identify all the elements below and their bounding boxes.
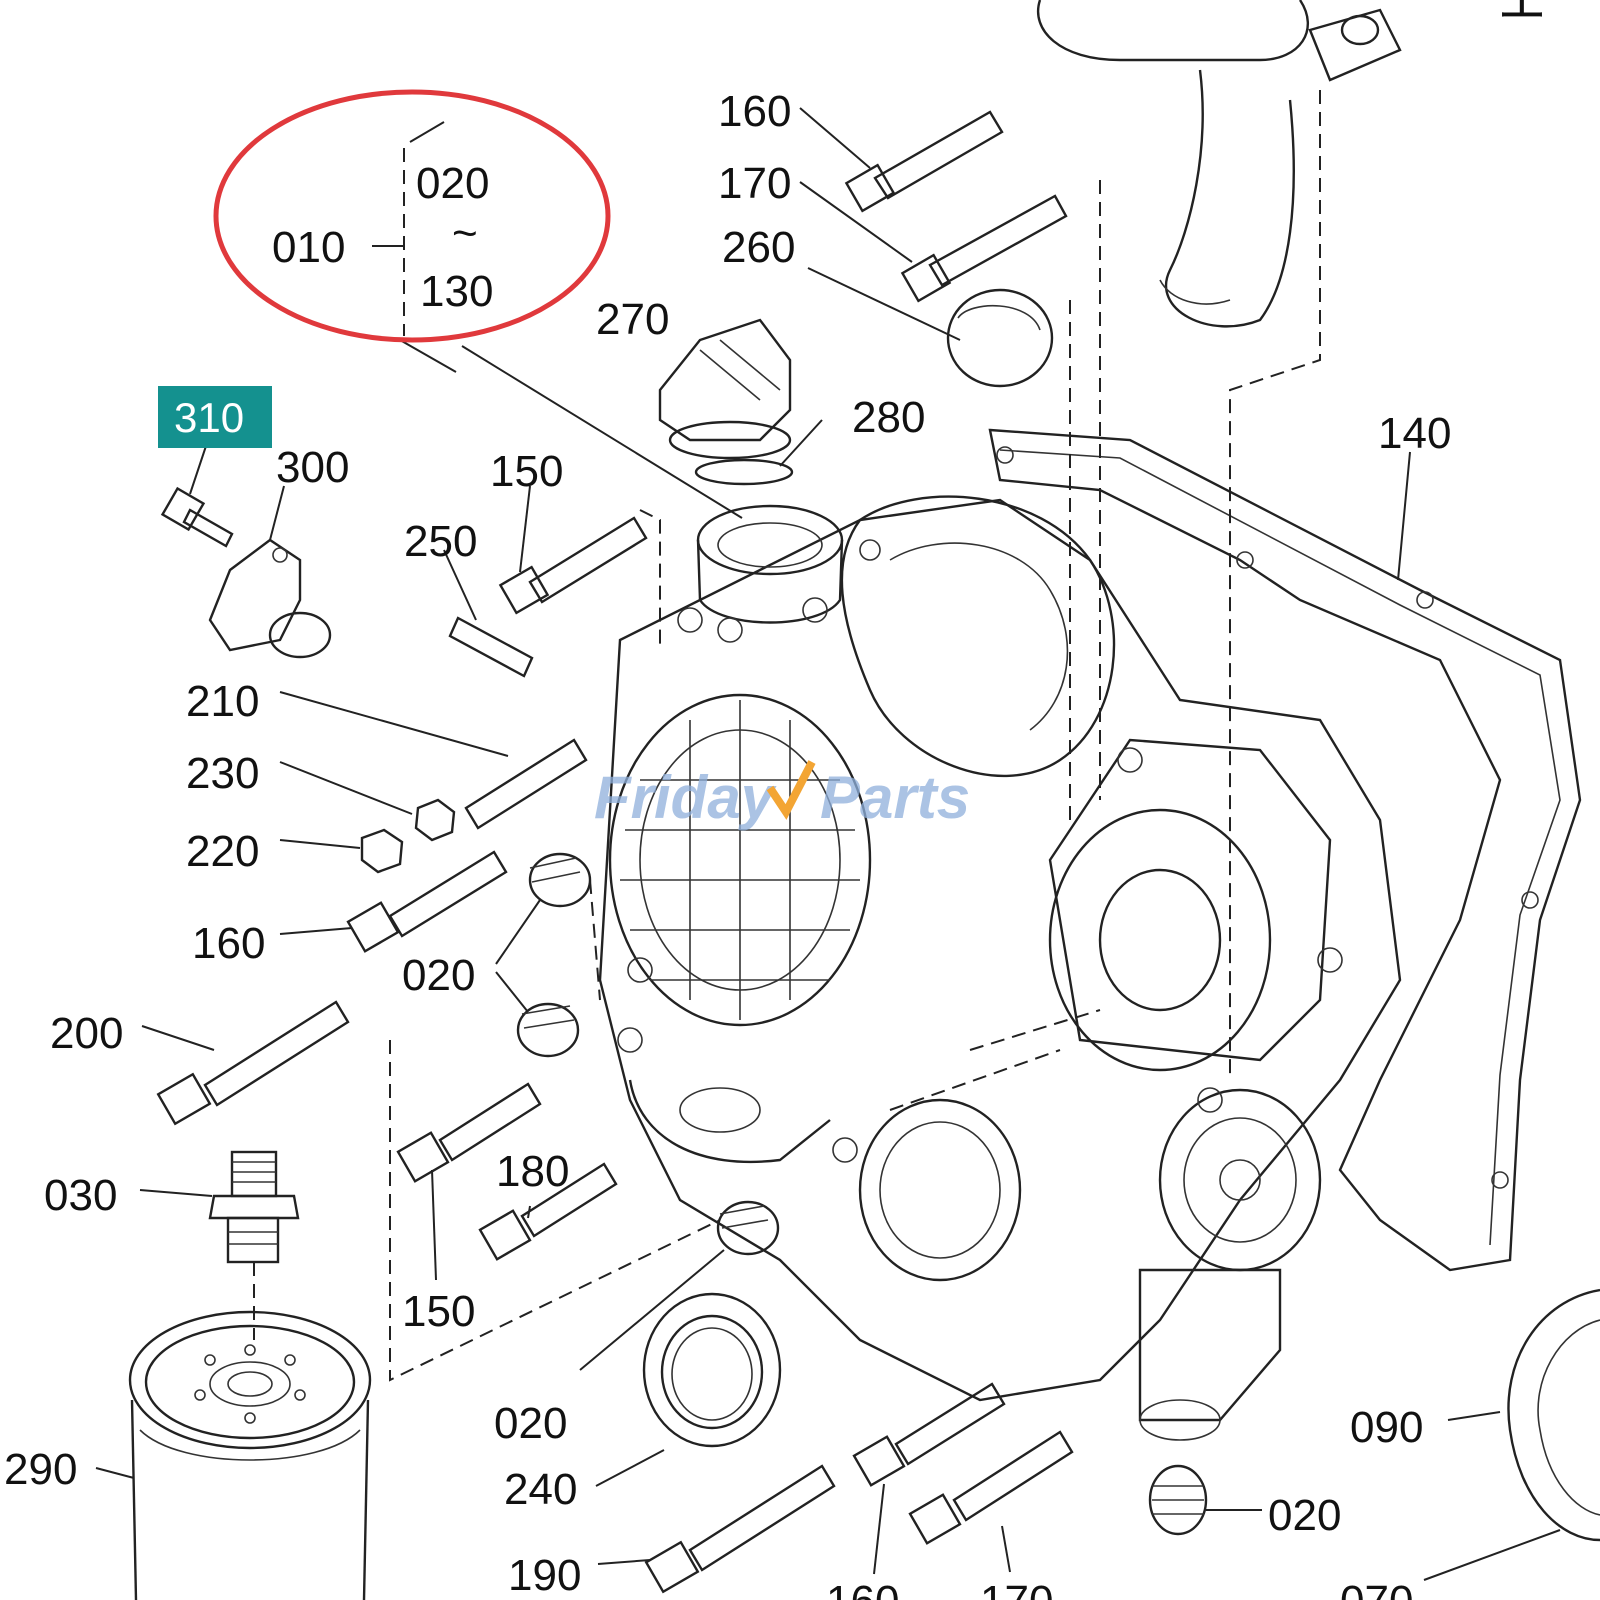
label-090[interactable]: 090	[1350, 1403, 1423, 1452]
nut-220	[360, 828, 404, 874]
gasket-part	[988, 428, 1582, 1272]
label-150-upper[interactable]: 150	[490, 447, 563, 496]
label-170-top[interactable]: 170	[718, 159, 791, 208]
plug-020-right	[1148, 1464, 1208, 1536]
watermark-text-friday: Friday	[594, 764, 777, 831]
stud-210	[464, 738, 588, 830]
bolt-180	[478, 1162, 618, 1261]
label-160-left[interactable]: 160	[192, 919, 265, 968]
label-210[interactable]: 210	[186, 677, 259, 726]
bracket-part	[208, 538, 332, 659]
bolt-200	[156, 1000, 350, 1126]
bolt-160-left	[346, 850, 508, 953]
oil-seal-part	[642, 1292, 782, 1448]
leader-lines	[95, 107, 1561, 1581]
label-290[interactable]: 290	[4, 1445, 77, 1494]
callout-parent-number: 010	[272, 223, 345, 272]
label-170-bottom[interactable]: 170	[980, 1577, 1053, 1600]
highlight-box-310	[158, 386, 272, 448]
assembly-dashed-lines	[389, 90, 1321, 1382]
label-180[interactable]: 180	[496, 1147, 569, 1196]
corner-heading-text: エ	[1498, 0, 1546, 29]
label-220[interactable]: 220	[186, 827, 259, 876]
pulley-part	[1507, 1288, 1600, 1542]
oil-cap-part	[658, 318, 792, 460]
gear-case-part	[598, 495, 1402, 1441]
water-hose-part	[1037, 0, 1402, 328]
watermark-check-icon	[766, 760, 816, 820]
bolt-160-top	[844, 110, 1004, 213]
label-240[interactable]: 240	[504, 1465, 577, 1514]
plug-020-center	[716, 1200, 780, 1256]
label-020-right[interactable]: 020	[1268, 1491, 1341, 1540]
label-200[interactable]: 200	[50, 1009, 123, 1058]
bolt-160-bottom	[852, 1382, 1006, 1487]
watermark-logo: Friday Parts	[594, 760, 970, 831]
stud-250	[448, 616, 534, 678]
watermark-text-parts: Parts	[820, 764, 970, 831]
label-070[interactable]: 070	[1340, 1577, 1413, 1600]
plug-020-left-a	[528, 852, 592, 908]
bolt-150-upper	[498, 516, 648, 615]
label-160-bottom[interactable]: 160	[826, 1577, 899, 1600]
label-260[interactable]: 260	[722, 223, 795, 272]
bolt-170-top	[900, 194, 1068, 303]
bolt-190	[644, 1464, 836, 1594]
label-150-lower[interactable]: 150	[402, 1287, 475, 1336]
bolt-310	[160, 486, 234, 548]
label-030[interactable]: 030	[44, 1171, 117, 1220]
oil-filter-fitting-part	[208, 1150, 300, 1340]
label-250[interactable]: 250	[404, 517, 477, 566]
bolt-170-bottom	[908, 1430, 1074, 1545]
label-190[interactable]: 190	[508, 1551, 581, 1600]
label-020-center[interactable]: 020	[494, 1399, 567, 1448]
callout-range-separator: ~	[452, 209, 478, 258]
label-020-left[interactable]: 020	[402, 951, 475, 1000]
callout-range-bottom: 130	[420, 267, 493, 316]
label-270[interactable]: 270	[596, 295, 669, 344]
plug-part	[946, 288, 1054, 388]
label-300[interactable]: 300	[276, 443, 349, 492]
callout-range-top: 020	[416, 159, 489, 208]
label-140[interactable]: 140	[1378, 409, 1451, 458]
oil-filter-part	[128, 1310, 372, 1600]
highlight-label-310[interactable]: 310	[174, 394, 244, 441]
nut-230	[414, 798, 456, 842]
label-230[interactable]: 230	[186, 749, 259, 798]
label-160-top[interactable]: 160	[718, 87, 791, 136]
highlight-ellipse	[213, 89, 611, 343]
label-280[interactable]: 280	[852, 393, 925, 442]
o-ring-part	[694, 458, 794, 486]
plug-020-left-b	[516, 1002, 580, 1058]
